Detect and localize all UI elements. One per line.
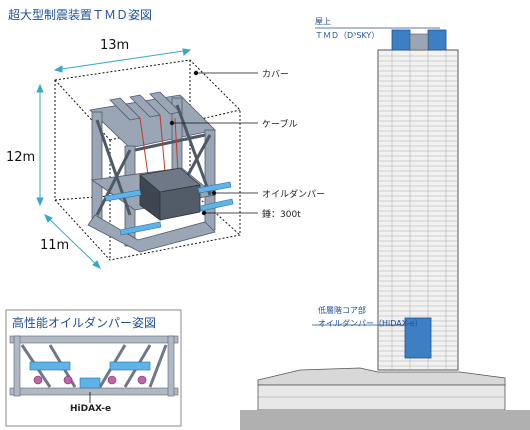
dimension-depth-label: 11m [40, 238, 70, 253]
dimension-lines [36, 48, 192, 269]
cable-label: ケーブル [262, 120, 298, 130]
roof-tmd-label: ＴＭＤ（D³SKY） [315, 31, 380, 40]
tmd-illustration [36, 48, 258, 269]
frame-braces [95, 104, 212, 216]
cover-label: カバー [262, 70, 290, 80]
dimension-width-label: 13m [100, 38, 130, 53]
damper-panel [5, 309, 182, 427]
damper-title: 高性能オイルダンパー姿図 [12, 316, 157, 330]
tower-floor-lines [378, 50, 458, 370]
roof-label: 屋上 [315, 17, 331, 26]
dimension-height-label: 12m [6, 150, 36, 165]
core-label-line2: オイルダンパー（HiDAX-e） [318, 319, 423, 328]
tmd-leaders [169, 70, 258, 216]
oil-damper-label: オイルダンパー [262, 190, 326, 200]
weight-block [139, 167, 201, 221]
weight-label: 錘：300t [262, 210, 301, 220]
cables [139, 114, 179, 176]
tmd-title: 超大型制震装置ＴＭＤ姿図 [8, 8, 153, 22]
oil-dampers [104, 181, 234, 236]
core-label-line1: 低層階コア部 [318, 306, 366, 315]
damper-label: HiDAX-e [70, 404, 112, 414]
tower-elevation [240, 27, 530, 430]
